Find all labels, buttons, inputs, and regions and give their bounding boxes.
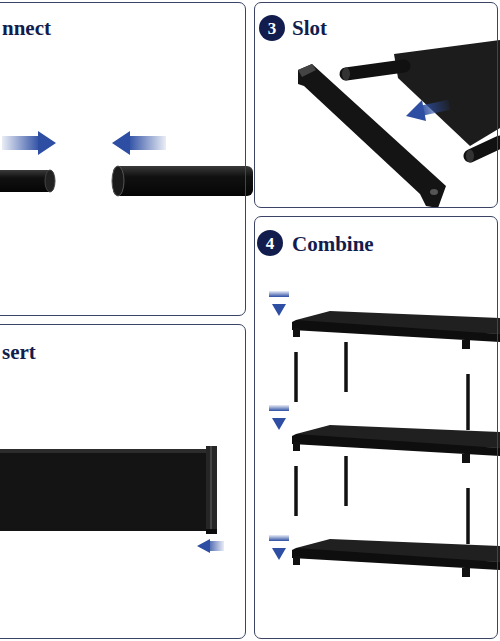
pole xyxy=(294,352,298,402)
pole xyxy=(344,342,348,392)
step-panel: Slot 3 xyxy=(254,2,498,208)
step-title: Combine xyxy=(292,233,374,256)
step-number-badge: 3 xyxy=(259,15,285,41)
pole xyxy=(466,374,470,430)
step-number-badge: 4 xyxy=(257,230,283,256)
step-panel: sert xyxy=(0,324,246,639)
step-panel: nnect xyxy=(0,2,246,316)
insert-illustration xyxy=(0,446,224,553)
connect-illustration xyxy=(0,131,253,196)
pole xyxy=(466,488,470,544)
step-title: sert xyxy=(2,341,36,364)
shelf xyxy=(292,425,500,463)
down-arrow xyxy=(269,405,289,430)
step-number: 4 xyxy=(266,235,275,252)
step-title: Slot xyxy=(292,17,327,40)
down-arrow xyxy=(269,291,289,316)
step-number: 3 xyxy=(268,20,277,37)
slot-illustration xyxy=(298,40,500,208)
pole xyxy=(294,466,298,516)
pole xyxy=(344,456,348,506)
down-arrow xyxy=(269,535,289,560)
step-title: nnect xyxy=(2,17,51,40)
step-panel: Combine 4 xyxy=(254,216,498,639)
shelf xyxy=(292,311,500,349)
shelf xyxy=(292,539,500,577)
combine-illustration xyxy=(269,291,500,577)
